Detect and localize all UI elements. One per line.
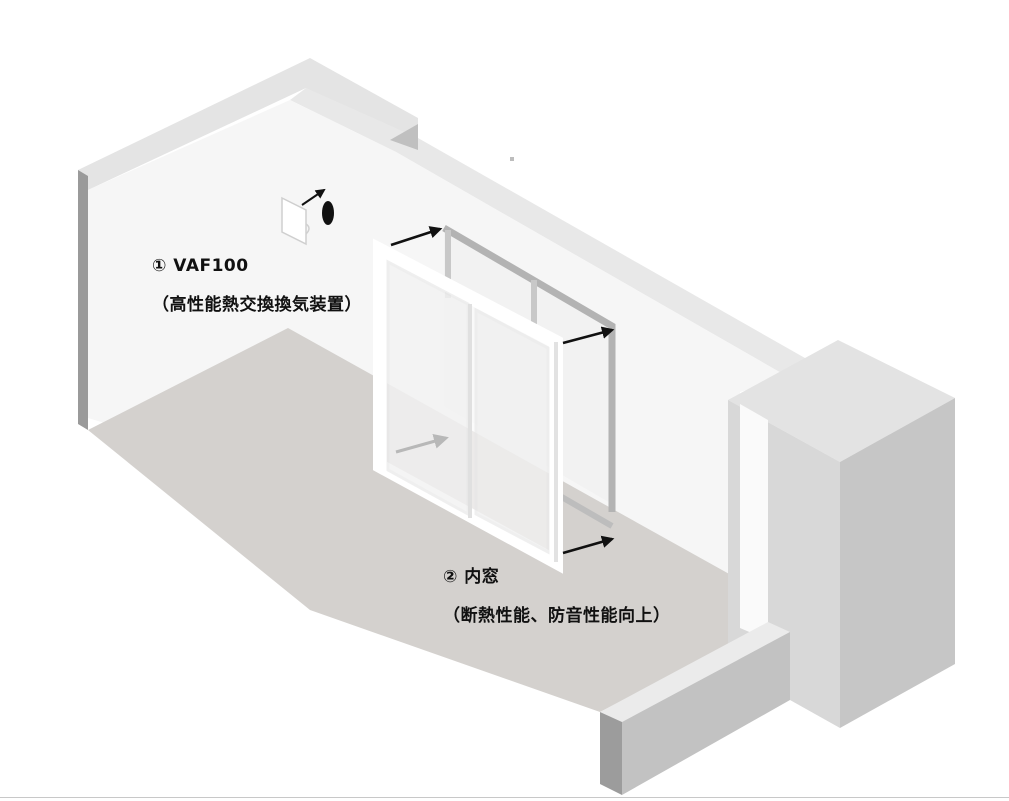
floor: [88, 328, 740, 712]
callout-ventilation-unit: ① VAF100 （高性能熱交換換気装置）: [152, 256, 362, 315]
callout-description: （高性能熱交換換気装置）: [152, 295, 362, 315]
airflow-arrow: [301, 188, 326, 206]
bottom-border: [0, 797, 1009, 798]
front-low-wall: [600, 622, 790, 795]
pillar: [728, 340, 955, 728]
callout-title: ② 内窓: [443, 567, 500, 587]
inner-window: [373, 224, 616, 574]
callout-title: ① VAF100: [152, 256, 249, 276]
callout-inner-window: ② 内窓 （断熱性能、防音性能向上）: [443, 562, 671, 626]
callout-description: （断熱性能、防音性能向上）: [443, 606, 671, 626]
ventilation-unit: [281, 188, 334, 246]
depth-arrows: [390, 226, 615, 555]
wall-speck: [510, 157, 514, 161]
